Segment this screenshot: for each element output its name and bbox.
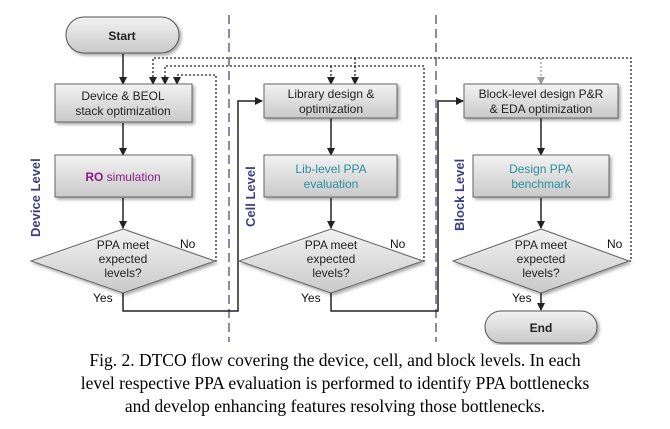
decision-device-line2: expected bbox=[99, 252, 148, 266]
decision-cell: PPA meet expected levels? bbox=[237, 228, 425, 294]
library-design-box: Library design & optimization bbox=[263, 83, 398, 119]
flow-arrows bbox=[119, 54, 545, 312]
arrow-device-yes bbox=[122, 97, 263, 312]
decision-block-line3: levels? bbox=[522, 266, 560, 280]
start-terminal: Start bbox=[65, 16, 180, 54]
block-design-box: Block-level design P&R & EDA optimizatio… bbox=[463, 83, 619, 119]
caption-line-1: Fig. 2. DTCO flow covering the device, c… bbox=[89, 350, 581, 370]
decision-block-line2: expected bbox=[517, 252, 566, 266]
dtco-flow-diagram: Device Level Cell Level Block Level Star… bbox=[28, 15, 632, 344]
level-label-cell: Cell Level bbox=[243, 166, 258, 227]
block-line1: Block-level design P&R bbox=[479, 87, 604, 101]
level-label-block: Block Level bbox=[452, 159, 467, 231]
lib-ppa-box: Lib-level PPA evaluation bbox=[263, 154, 398, 198]
lib-ppa-line2: evaluation bbox=[304, 177, 359, 191]
library-line1: Library design & bbox=[288, 87, 375, 101]
yes-label-device: Yes bbox=[93, 291, 113, 305]
design-ppa-box: Design PPA benchmark bbox=[472, 154, 610, 198]
device-beol-line1: Device & BEOL bbox=[81, 89, 165, 103]
device-beol-box: Device & BEOL stack optimization bbox=[54, 83, 193, 123]
yes-label-block: Yes bbox=[512, 291, 532, 305]
decision-block-line1: PPA meet bbox=[515, 238, 568, 252]
start-label: Start bbox=[108, 29, 135, 43]
decision-device: PPA meet expected levels? bbox=[29, 228, 217, 294]
level-label-device: Device Level bbox=[28, 158, 43, 237]
arrow-cell-yes bbox=[330, 97, 464, 312]
caption-line-3: and develop enhancing features resolving… bbox=[124, 396, 546, 416]
decision-cell-line3: levels? bbox=[312, 266, 350, 280]
end-terminal: End bbox=[484, 310, 598, 344]
design-ppa-line1: Design PPA bbox=[509, 162, 573, 176]
no-label-block: No bbox=[607, 237, 623, 251]
end-label: End bbox=[530, 321, 553, 335]
decision-cell-line1: PPA meet bbox=[305, 238, 358, 252]
decision-block: PPA meet expected levels? bbox=[451, 228, 631, 294]
figure-caption: Fig. 2. DTCO flow covering the device, c… bbox=[0, 349, 670, 418]
lib-ppa-line1: Lib-level PPA bbox=[295, 162, 366, 176]
caption-line-2: level respective PPA evaluation is perfo… bbox=[80, 373, 590, 393]
no-label-cell: No bbox=[390, 237, 406, 251]
ro-simulation-box: RO simulation bbox=[54, 154, 193, 198]
device-beol-line2: stack optimization bbox=[75, 104, 170, 118]
design-ppa-line2: benchmark bbox=[511, 177, 571, 191]
decision-device-line3: levels? bbox=[104, 266, 142, 280]
ro-rest: simulation bbox=[103, 170, 160, 184]
ro-bold: RO bbox=[85, 170, 103, 184]
decision-device-line1: PPA meet bbox=[97, 238, 150, 252]
decision-cell-line2: expected bbox=[307, 252, 356, 266]
no-label-device: No bbox=[180, 237, 196, 251]
ro-simulation-label: RO simulation bbox=[85, 170, 160, 184]
library-line2: optimization bbox=[299, 102, 363, 116]
yes-label-cell: Yes bbox=[301, 291, 321, 305]
block-line2: & EDA optimization bbox=[490, 102, 593, 116]
